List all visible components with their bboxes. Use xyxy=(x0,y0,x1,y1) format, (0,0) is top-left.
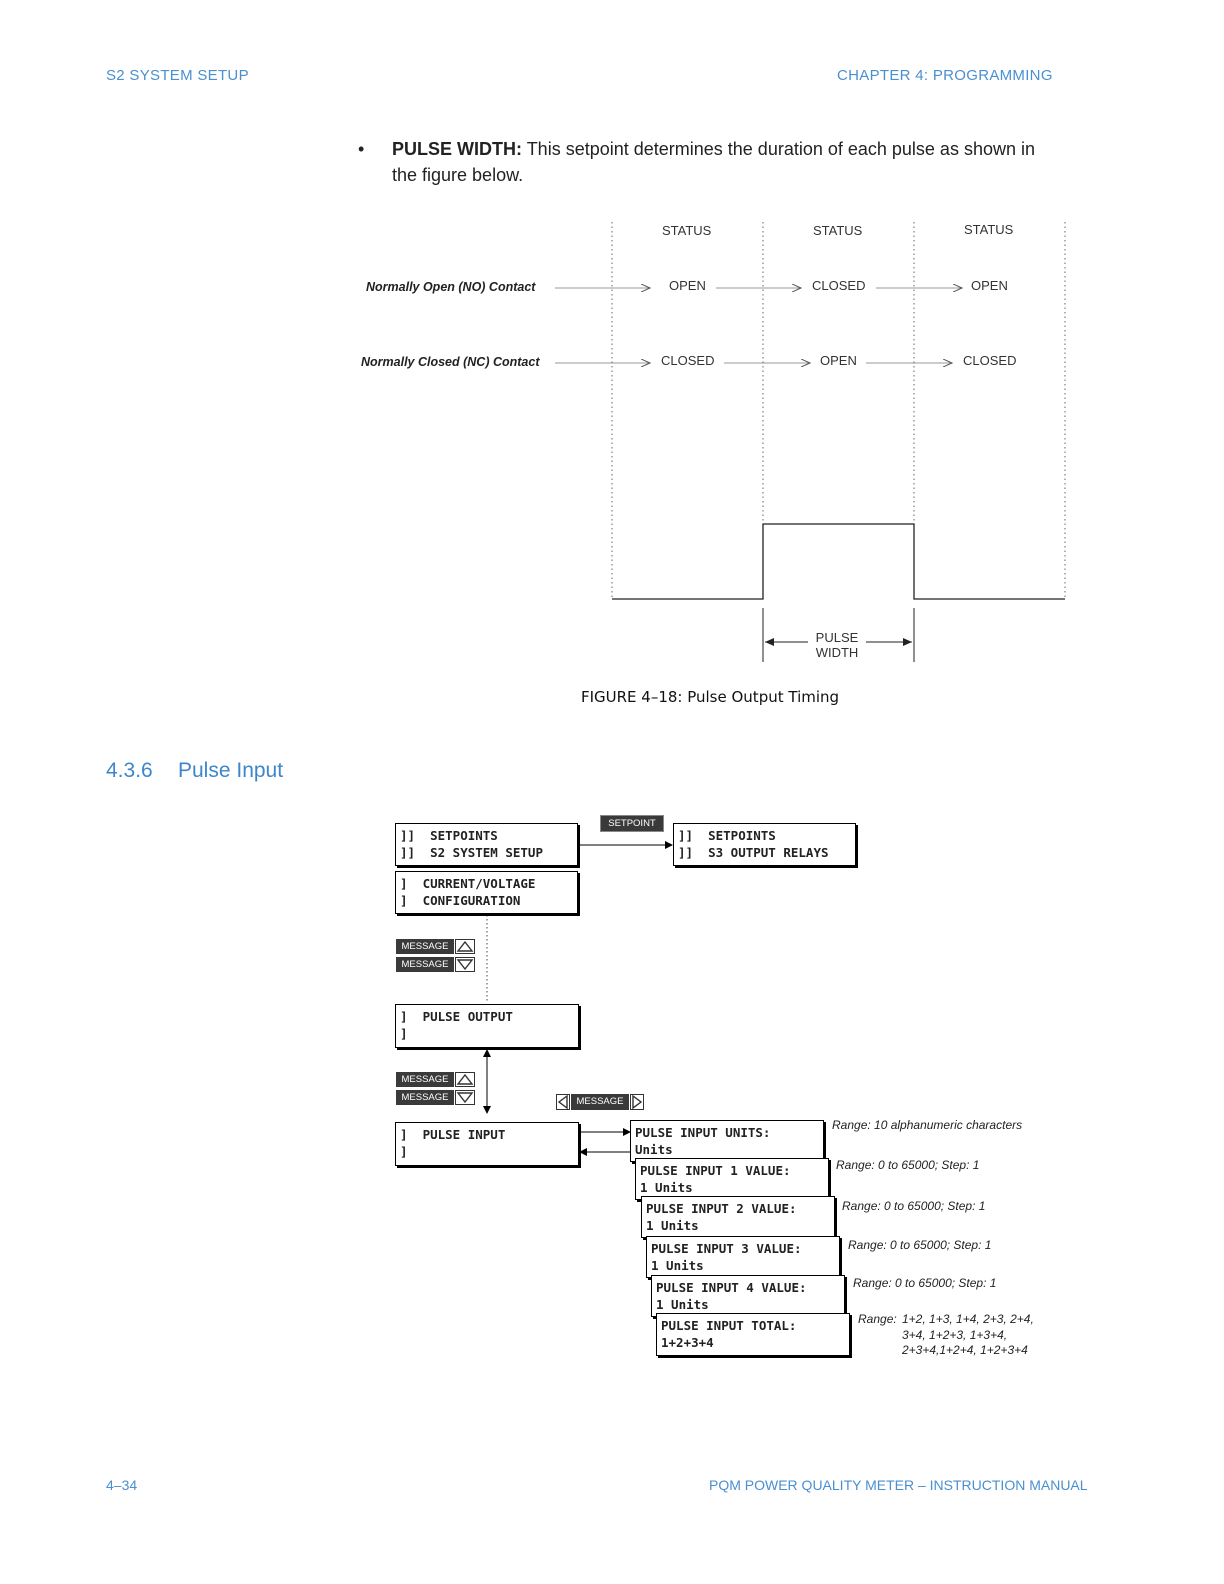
message-left-right-key[interactable]: MESSAGE xyxy=(571,1094,629,1110)
pulse-input-4-value-box: PULSE INPUT 4 VALUE: 1 Units xyxy=(651,1275,845,1317)
bullet-dot-icon: • xyxy=(358,139,365,159)
status-label-2: STATUS xyxy=(813,223,863,238)
no-contact-label: Normally Open (NO) Contact xyxy=(366,280,536,294)
pulse-waveform xyxy=(612,523,1065,600)
range-input-1: Range: 0 to 65000; Step: 1 xyxy=(836,1158,980,1172)
pulse-input-total-box: PULSE INPUT TOTAL: 1+2+3+4 xyxy=(656,1313,850,1356)
range-total-label: Range: xyxy=(858,1312,897,1326)
pulse-input-3-value-box: PULSE INPUT 3 VALUE: 1 Units xyxy=(646,1236,840,1278)
nc-state-3: CLOSED xyxy=(963,353,1017,368)
range-total-line-3: 2+3+4,1+2+4, 1+2+3+4 xyxy=(902,1343,1028,1357)
bullet-text: PULSE WIDTH: This setpoint determines th… xyxy=(392,136,1062,188)
pulse-output-box: ] PULSE OUTPUT ] xyxy=(395,1004,579,1048)
up-arrow-icon[interactable] xyxy=(455,939,475,954)
nc-contact-label: Normally Closed (NC) Contact xyxy=(361,355,540,369)
bullet-title: PULSE WIDTH: xyxy=(392,139,522,159)
up-arrow-icon[interactable] xyxy=(455,1072,475,1087)
status-label-1: STATUS xyxy=(662,223,712,238)
pulse-output-timing-figure xyxy=(555,222,1066,662)
range-units: Range: 10 alphanumeric characters xyxy=(832,1118,1023,1132)
s3-output-relays-box: ]] SETPOINTS ]] S3 OUTPUT RELAYS xyxy=(673,823,856,866)
message-up-key-1[interactable]: MESSAGE xyxy=(396,939,454,954)
setpoint-key-button[interactable]: SETPOINT xyxy=(600,815,664,832)
range-total-line-1: 1+2, 1+3, 1+4, 2+3, 2+4, xyxy=(902,1312,1034,1326)
range-input-4: Range: 0 to 65000; Step: 1 xyxy=(853,1276,997,1290)
range-total-values: 1+2, 1+3, 1+4, 2+3, 2+4, 3+4, 1+2+3, 1+3… xyxy=(902,1312,1034,1359)
range-input-3: Range: 0 to 65000; Step: 1 xyxy=(848,1238,992,1252)
header-right: CHAPTER 4: PROGRAMMING xyxy=(837,67,1053,84)
section-title: Pulse Input xyxy=(178,759,284,782)
pulse-width-label-line2: WIDTH xyxy=(815,645,859,660)
s2-system-setup-box: ]] SETPOINTS ]] S2 SYSTEM SETUP xyxy=(395,823,578,866)
message-down-key-2[interactable]: MESSAGE xyxy=(396,1090,454,1105)
footer-title: PQM POWER QUALITY METER – INSTRUCTION MA… xyxy=(709,1477,1088,1493)
range-input-2: Range: 0 to 65000; Step: 1 xyxy=(842,1199,986,1213)
pulse-width-label: PULSE WIDTH xyxy=(813,630,861,660)
nc-state-2: OPEN xyxy=(820,353,857,368)
range-total-line-2: 3+4, 1+2+3, 1+3+4, xyxy=(902,1327,1008,1342)
down-arrow-icon[interactable] xyxy=(455,1090,475,1105)
nc-state-1: CLOSED xyxy=(661,353,715,368)
no-state-2: CLOSED xyxy=(812,278,866,293)
message-down-key-1[interactable]: MESSAGE xyxy=(396,957,454,972)
current-voltage-config-box: ] CURRENT/VOLTAGE ] CONFIGURATION xyxy=(395,871,578,914)
bullet-body: This setpoint determines the duration of… xyxy=(392,139,1035,185)
section-number: 4.3.6 xyxy=(106,759,153,782)
header-left: S2 SYSTEM SETUP xyxy=(106,67,249,84)
page-number: 4–34 xyxy=(106,1477,138,1493)
pulse-input-units-box: PULSE INPUT UNITS: Units xyxy=(630,1120,824,1162)
down-arrow-icon[interactable] xyxy=(455,957,475,972)
pulse-input-box: ] PULSE INPUT ] xyxy=(395,1122,579,1166)
message-up-key-2[interactable]: MESSAGE xyxy=(396,1072,454,1087)
status-label-3: STATUS xyxy=(964,222,1014,237)
left-arrow-icon[interactable] xyxy=(556,1094,570,1110)
menu-diagram-connectors xyxy=(483,841,673,1156)
right-arrow-icon[interactable] xyxy=(630,1094,644,1110)
no-state-3: OPEN xyxy=(971,278,1008,293)
section-heading: 4.3.6 Pulse Input xyxy=(106,759,283,783)
no-state-1: OPEN xyxy=(669,278,706,293)
figure-caption: FIGURE 4–18: Pulse Output Timing xyxy=(580,688,840,706)
pulse-input-2-value-box: PULSE INPUT 2 VALUE: 1 Units xyxy=(641,1196,835,1238)
pulse-width-label-line1: PULSE xyxy=(815,630,859,645)
pulse-input-1-value-box: PULSE INPUT 1 VALUE: 1 Units xyxy=(635,1158,829,1200)
